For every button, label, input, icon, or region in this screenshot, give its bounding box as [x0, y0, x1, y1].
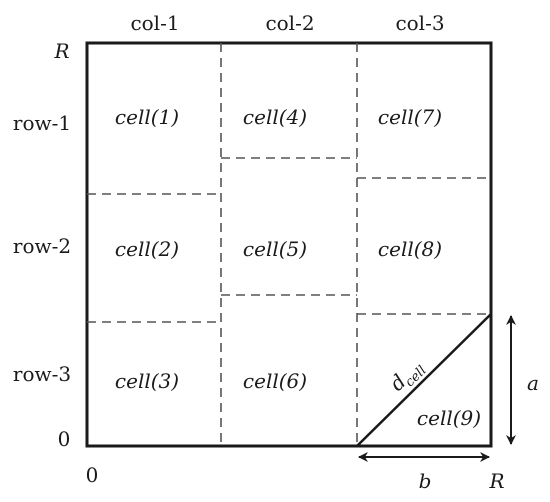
column-header-1: col-1: [130, 11, 179, 35]
diagonal-label: d cell: [385, 363, 430, 395]
cell-label-7: cell(7): [378, 105, 442, 129]
column-header-2: col-2: [265, 11, 314, 35]
cell-label-8: cell(8): [378, 237, 442, 261]
cell-label-4: cell(4): [243, 105, 307, 129]
dimension-label-b: b: [419, 469, 432, 493]
outer-square: [85, 41, 493, 448]
column-header-3: col-3: [395, 11, 444, 35]
origin-label-x: 0: [86, 463, 99, 487]
cell-label-2: cell(2): [115, 237, 179, 261]
row-header-2: row-2: [13, 234, 71, 258]
origin-label-y: 0: [58, 427, 71, 451]
dimension-label-a: a: [527, 371, 539, 395]
cell-diagonal: [356, 313, 492, 447]
cell-label-9: cell(9): [417, 406, 481, 430]
cell-label-5: cell(5): [243, 237, 307, 261]
row-header-1: row-1: [13, 111, 71, 135]
row-header-3: row-3: [13, 362, 71, 386]
corner-label-top-left: R: [53, 39, 69, 63]
cell-label-3: cell(3): [115, 369, 179, 393]
cell-label-1: cell(1): [115, 105, 179, 129]
cell-label-6: cell(6): [243, 369, 307, 393]
corner-label-bottom-right: R: [488, 469, 504, 493]
